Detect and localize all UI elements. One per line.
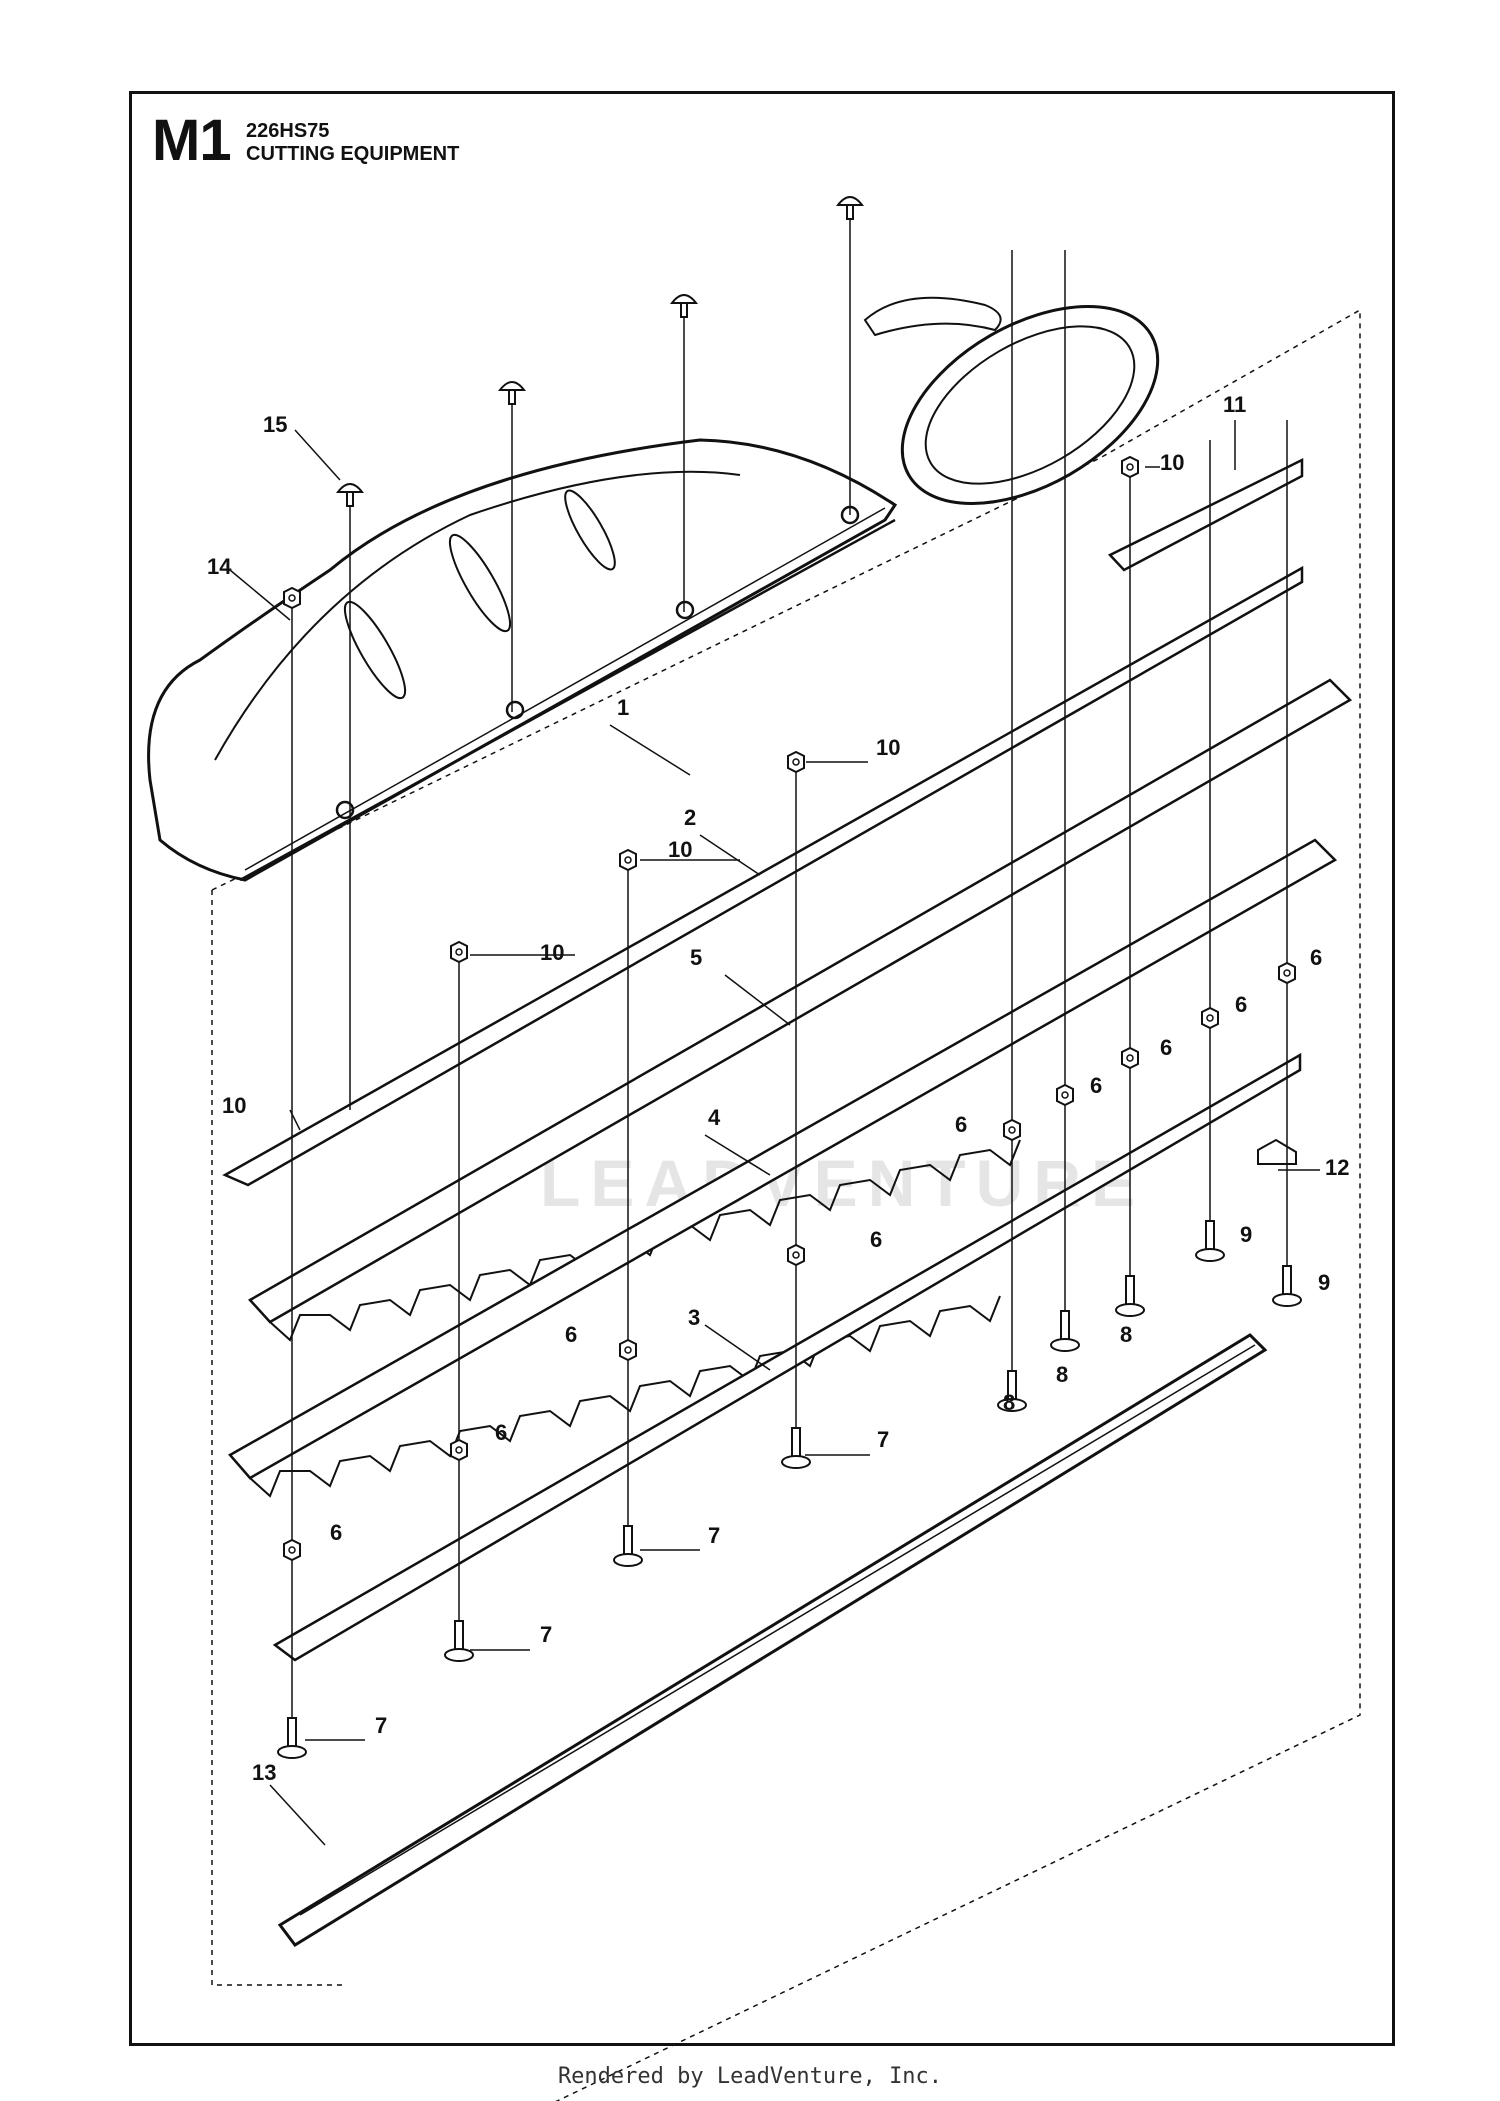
callout-1: 1 xyxy=(617,695,629,720)
upper-blade xyxy=(248,678,1353,1342)
callout-6h: 6 xyxy=(495,1420,507,1445)
callout-7c: 7 xyxy=(540,1622,552,1647)
callout-10e: 10 xyxy=(222,1093,246,1118)
callout-6b: 6 xyxy=(1235,992,1247,1017)
callout-7b: 7 xyxy=(708,1523,720,1548)
callout-14: 14 xyxy=(207,554,232,579)
diagram-frame xyxy=(129,91,1395,2046)
short-plate xyxy=(1107,457,1304,572)
gear-housing xyxy=(863,296,1160,505)
callout-8b: 8 xyxy=(1056,1362,1068,1387)
callout-9a: 9 xyxy=(1240,1222,1252,1247)
callout-12: 12 xyxy=(1325,1155,1349,1180)
callout-8a: 8 xyxy=(1120,1322,1132,1347)
diagram-id: M1 xyxy=(152,108,232,173)
callout-5: 5 xyxy=(690,945,702,970)
lower-blade xyxy=(228,838,1338,1498)
assembly-outline-left xyxy=(211,890,345,1986)
footer-credit: Rendered by LeadVenture, Inc. xyxy=(557,2064,943,2089)
callout-7d: 7 xyxy=(375,1713,387,1738)
callout-6f: 6 xyxy=(870,1227,882,1252)
callout-10d: 10 xyxy=(540,940,564,965)
callout-13: 13 xyxy=(252,1760,276,1785)
leader-lines xyxy=(229,420,1320,1846)
callout-6a: 6 xyxy=(1310,945,1322,970)
callout-15: 15 xyxy=(263,412,287,437)
blade-cover xyxy=(147,438,898,882)
assembly-lines xyxy=(291,212,1288,1740)
callout-6c: 6 xyxy=(1160,1035,1172,1060)
callout-labels: 1 2 3 4 5 6 6 6 6 6 6 6 6 6 7 7 7 7 8 8 … xyxy=(207,392,1349,1785)
callout-8c: 8 xyxy=(1003,1390,1015,1415)
callout-6g: 6 xyxy=(565,1322,577,1347)
callout-7a: 7 xyxy=(877,1427,889,1452)
callout-10c: 10 xyxy=(668,837,692,862)
callout-11: 11 xyxy=(1223,392,1246,417)
callout-9b: 9 xyxy=(1318,1270,1330,1295)
callout-6i: 6 xyxy=(330,1520,342,1545)
bottom-plate xyxy=(272,1052,1302,1662)
model-number: 226HS75 xyxy=(246,120,330,142)
diagram-title: CUTTING EQUIPMENT xyxy=(246,143,460,165)
callout-10a: 10 xyxy=(1160,450,1184,475)
callout-6d: 6 xyxy=(1090,1073,1102,1098)
bracket xyxy=(1257,1138,1297,1165)
callout-4: 4 xyxy=(708,1105,721,1130)
callout-2: 2 xyxy=(684,805,696,830)
callout-10b: 10 xyxy=(876,735,900,760)
callout-6e: 6 xyxy=(955,1112,967,1137)
top-plate xyxy=(222,565,1304,1187)
blade-guard-rail xyxy=(277,1333,1268,1947)
callout-3: 3 xyxy=(688,1305,700,1330)
